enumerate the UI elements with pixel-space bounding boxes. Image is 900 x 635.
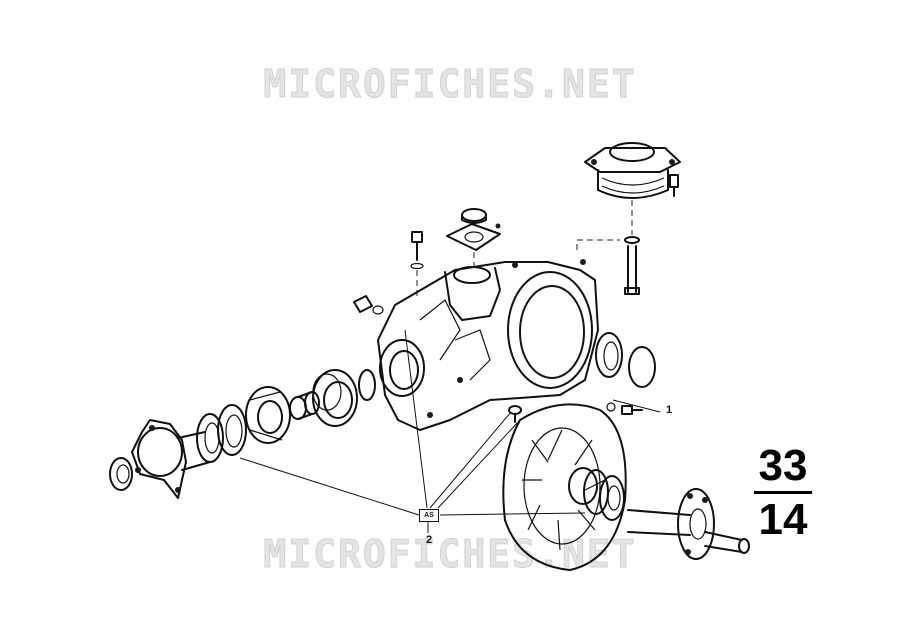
callout-1-leader xyxy=(612,399,661,413)
output-flange xyxy=(131,419,211,499)
cover-cap xyxy=(461,208,487,224)
group-number-bottom: 14 xyxy=(758,495,808,544)
bolt-dash-line xyxy=(576,239,620,250)
collar-nut xyxy=(109,457,133,491)
callout-2: 2 xyxy=(426,534,433,546)
group-number: 33 14 xyxy=(752,443,814,543)
leader-d xyxy=(439,512,586,516)
group-number-divider xyxy=(754,491,812,494)
bearing-large xyxy=(312,369,358,427)
reference-tag: AS xyxy=(419,509,439,522)
spacer-sleeve xyxy=(289,391,320,420)
leader-c xyxy=(437,419,521,509)
cover-plate xyxy=(446,223,501,251)
differential-housing xyxy=(377,259,599,431)
o-ring xyxy=(628,346,656,388)
side-bolt xyxy=(606,402,643,415)
shaft-seal xyxy=(595,332,623,378)
rubber-mount xyxy=(584,142,681,199)
seal-ring xyxy=(196,413,224,463)
leader-e xyxy=(239,457,420,516)
side-cover xyxy=(502,403,627,571)
housing-bolt xyxy=(508,405,522,423)
mount-bolt xyxy=(624,236,640,295)
spacer-ring xyxy=(358,369,376,401)
output-bearing xyxy=(583,469,625,521)
group-number-top: 33 xyxy=(758,441,808,490)
filler-plug xyxy=(353,295,384,315)
mount-screw xyxy=(669,174,679,197)
bearing-small xyxy=(245,386,291,444)
leader-a xyxy=(404,329,428,509)
callout-1: 1 xyxy=(666,404,673,416)
cover-bolt xyxy=(410,231,424,270)
watermark-top: MICROFICHES.NET xyxy=(263,62,637,107)
leader-b xyxy=(429,411,512,509)
drive-shaft-flange xyxy=(627,488,750,560)
